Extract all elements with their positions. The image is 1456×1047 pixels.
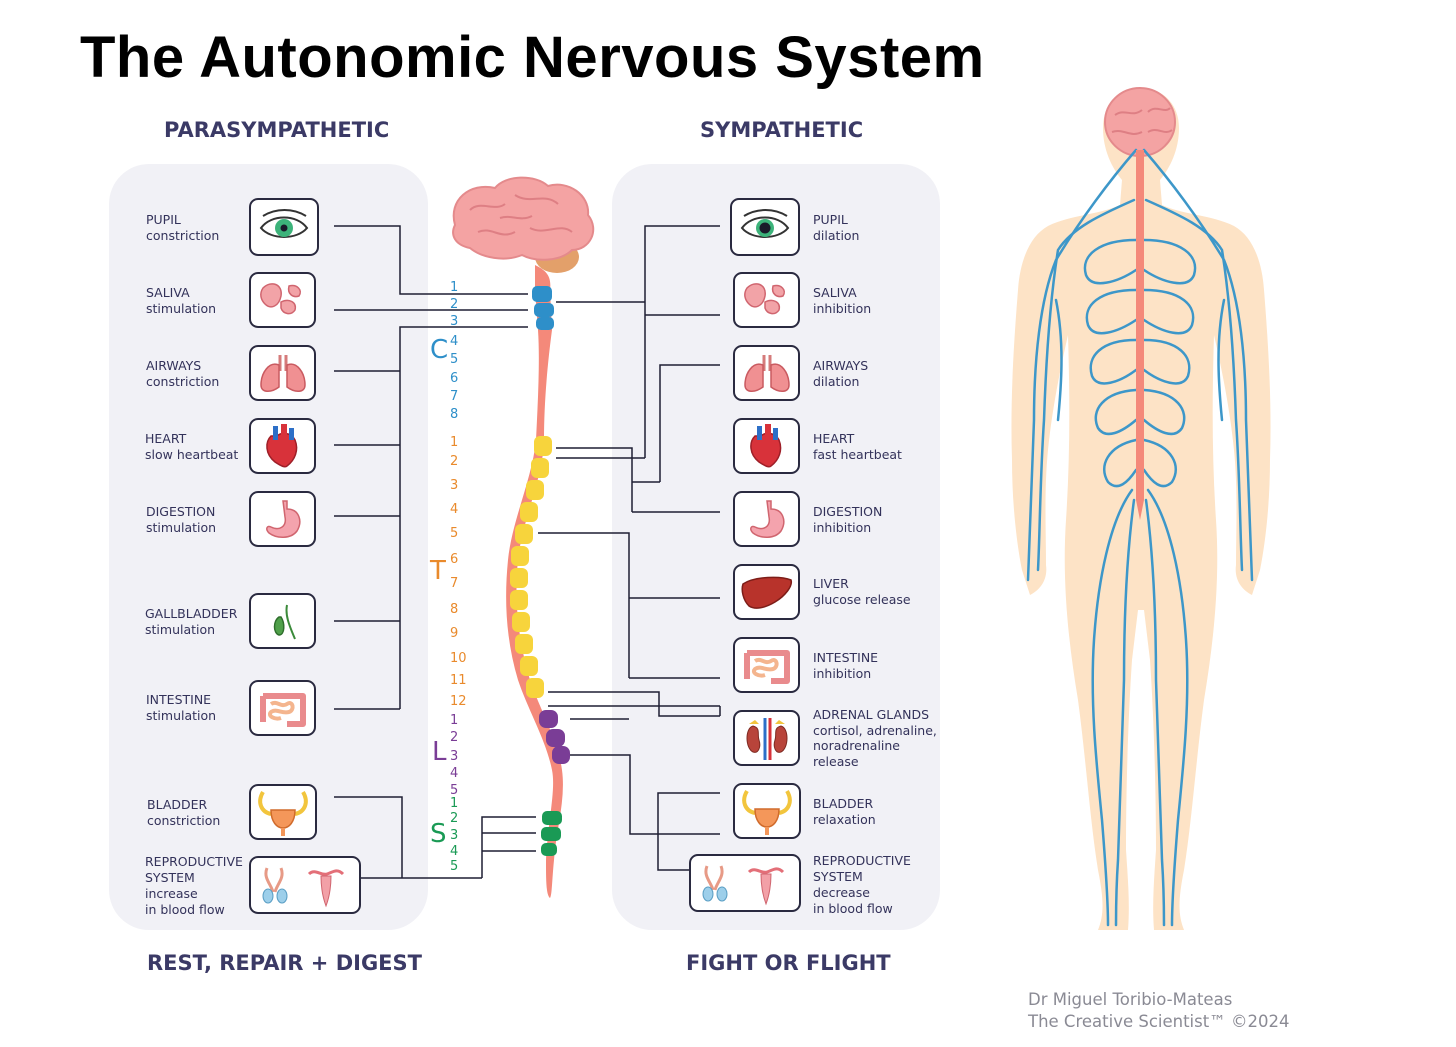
spine-number-t-10: 10 bbox=[450, 651, 467, 666]
spine-number-l-2: 2 bbox=[450, 730, 458, 745]
spine-number-t-3: 3 bbox=[450, 478, 458, 493]
spine-number-t-1: 1 bbox=[450, 435, 458, 450]
symp-stomach-icon bbox=[733, 491, 800, 547]
para-intestine-icon bbox=[249, 680, 316, 736]
sympathetic-heading: SYMPATHETIC bbox=[700, 118, 864, 142]
symp-reproductive-system-icon bbox=[689, 854, 801, 912]
parasympathetic-footer: REST, REPAIR + DIGEST bbox=[147, 951, 422, 975]
sympathetic-nerve-lines bbox=[538, 225, 721, 871]
spine-number-c-6: 6 bbox=[450, 371, 458, 386]
spine-number-t-2: 2 bbox=[450, 454, 458, 469]
para-reproductive-system-icon bbox=[249, 856, 361, 914]
spine-number-l-4: 4 bbox=[450, 766, 458, 781]
spine-number-t-12: 12 bbox=[450, 694, 467, 709]
spine-number-t-9: 9 bbox=[450, 626, 458, 641]
parasympathetic-heading: PARASYMPATHETIC bbox=[164, 118, 390, 142]
sympathetic-footer: FIGHT OR FLIGHT bbox=[686, 951, 891, 975]
spine-number-c-5: 5 bbox=[450, 352, 458, 367]
spine-number-c-8: 8 bbox=[450, 407, 458, 422]
spine-region-letter-t: T bbox=[429, 556, 446, 586]
spine-number-s-5: 5 bbox=[450, 859, 458, 874]
lumbar-vertebrae bbox=[539, 710, 570, 764]
spine-number-l-1: 1 bbox=[450, 713, 458, 728]
credit-publisher: The Creative Scientist™ ©2024 bbox=[1028, 1012, 1290, 1031]
para-salivary-gland-icon bbox=[249, 272, 316, 328]
para-eye-icon bbox=[249, 198, 319, 256]
para-lungs-icon bbox=[249, 345, 316, 401]
thoracic-vertebrae bbox=[510, 436, 552, 698]
spine-number-t-7: 7 bbox=[450, 576, 458, 591]
spine-number-c-3: 3 bbox=[450, 314, 458, 329]
page-title: The Autonomic Nervous System bbox=[80, 25, 985, 90]
symp-liver-icon bbox=[733, 564, 800, 620]
credit-author: Dr Miguel Toribio-Mateas bbox=[1028, 990, 1233, 1009]
symp-intestine-icon bbox=[733, 637, 800, 693]
spine-number-c-7: 7 bbox=[450, 389, 458, 404]
para-gallbladder-icon bbox=[249, 593, 316, 649]
symp-lungs-icon bbox=[733, 345, 800, 401]
spine-region-letter-s: S bbox=[430, 819, 447, 849]
spine-number-s-1: 1 bbox=[450, 796, 458, 811]
spine-number-c-1: 1 bbox=[450, 280, 458, 295]
symp-eye-icon bbox=[730, 198, 800, 256]
spine-number-t-6: 6 bbox=[450, 552, 458, 567]
spine-region-letter-l: L bbox=[432, 737, 447, 767]
spine-number-s-2: 2 bbox=[450, 811, 458, 826]
spine-number-c-2: 2 bbox=[450, 297, 458, 312]
spine-number-l-3: 3 bbox=[450, 749, 458, 764]
brain-icon bbox=[452, 176, 595, 273]
human-body-figure bbox=[1011, 87, 1271, 930]
symp-bladder-icon bbox=[733, 783, 801, 839]
spine-region-letter-c: C bbox=[430, 335, 448, 365]
spine-number-t-5: 5 bbox=[450, 526, 458, 541]
spine-number-t-11: 11 bbox=[450, 673, 467, 688]
parasympathetic-nerve-lines bbox=[334, 225, 536, 879]
para-bladder-icon bbox=[249, 784, 317, 840]
spine-number-t-4: 4 bbox=[450, 502, 458, 517]
cervical-vertebrae bbox=[532, 286, 554, 330]
spine-number-c-4: 4 bbox=[450, 334, 458, 349]
symp-salivary-gland-icon bbox=[733, 272, 800, 328]
para-heart-icon bbox=[249, 418, 316, 474]
spine-number-l-5: 5 bbox=[450, 783, 458, 798]
spine-number-s-4: 4 bbox=[450, 844, 458, 859]
symp-kidney-adrenal-icon bbox=[733, 710, 800, 766]
sacral-vertebrae bbox=[541, 811, 562, 856]
spine-number-s-3: 3 bbox=[450, 828, 458, 843]
symp-heart-icon bbox=[733, 418, 800, 474]
para-stomach-icon bbox=[249, 491, 316, 547]
spine-number-t-8: 8 bbox=[450, 602, 458, 617]
